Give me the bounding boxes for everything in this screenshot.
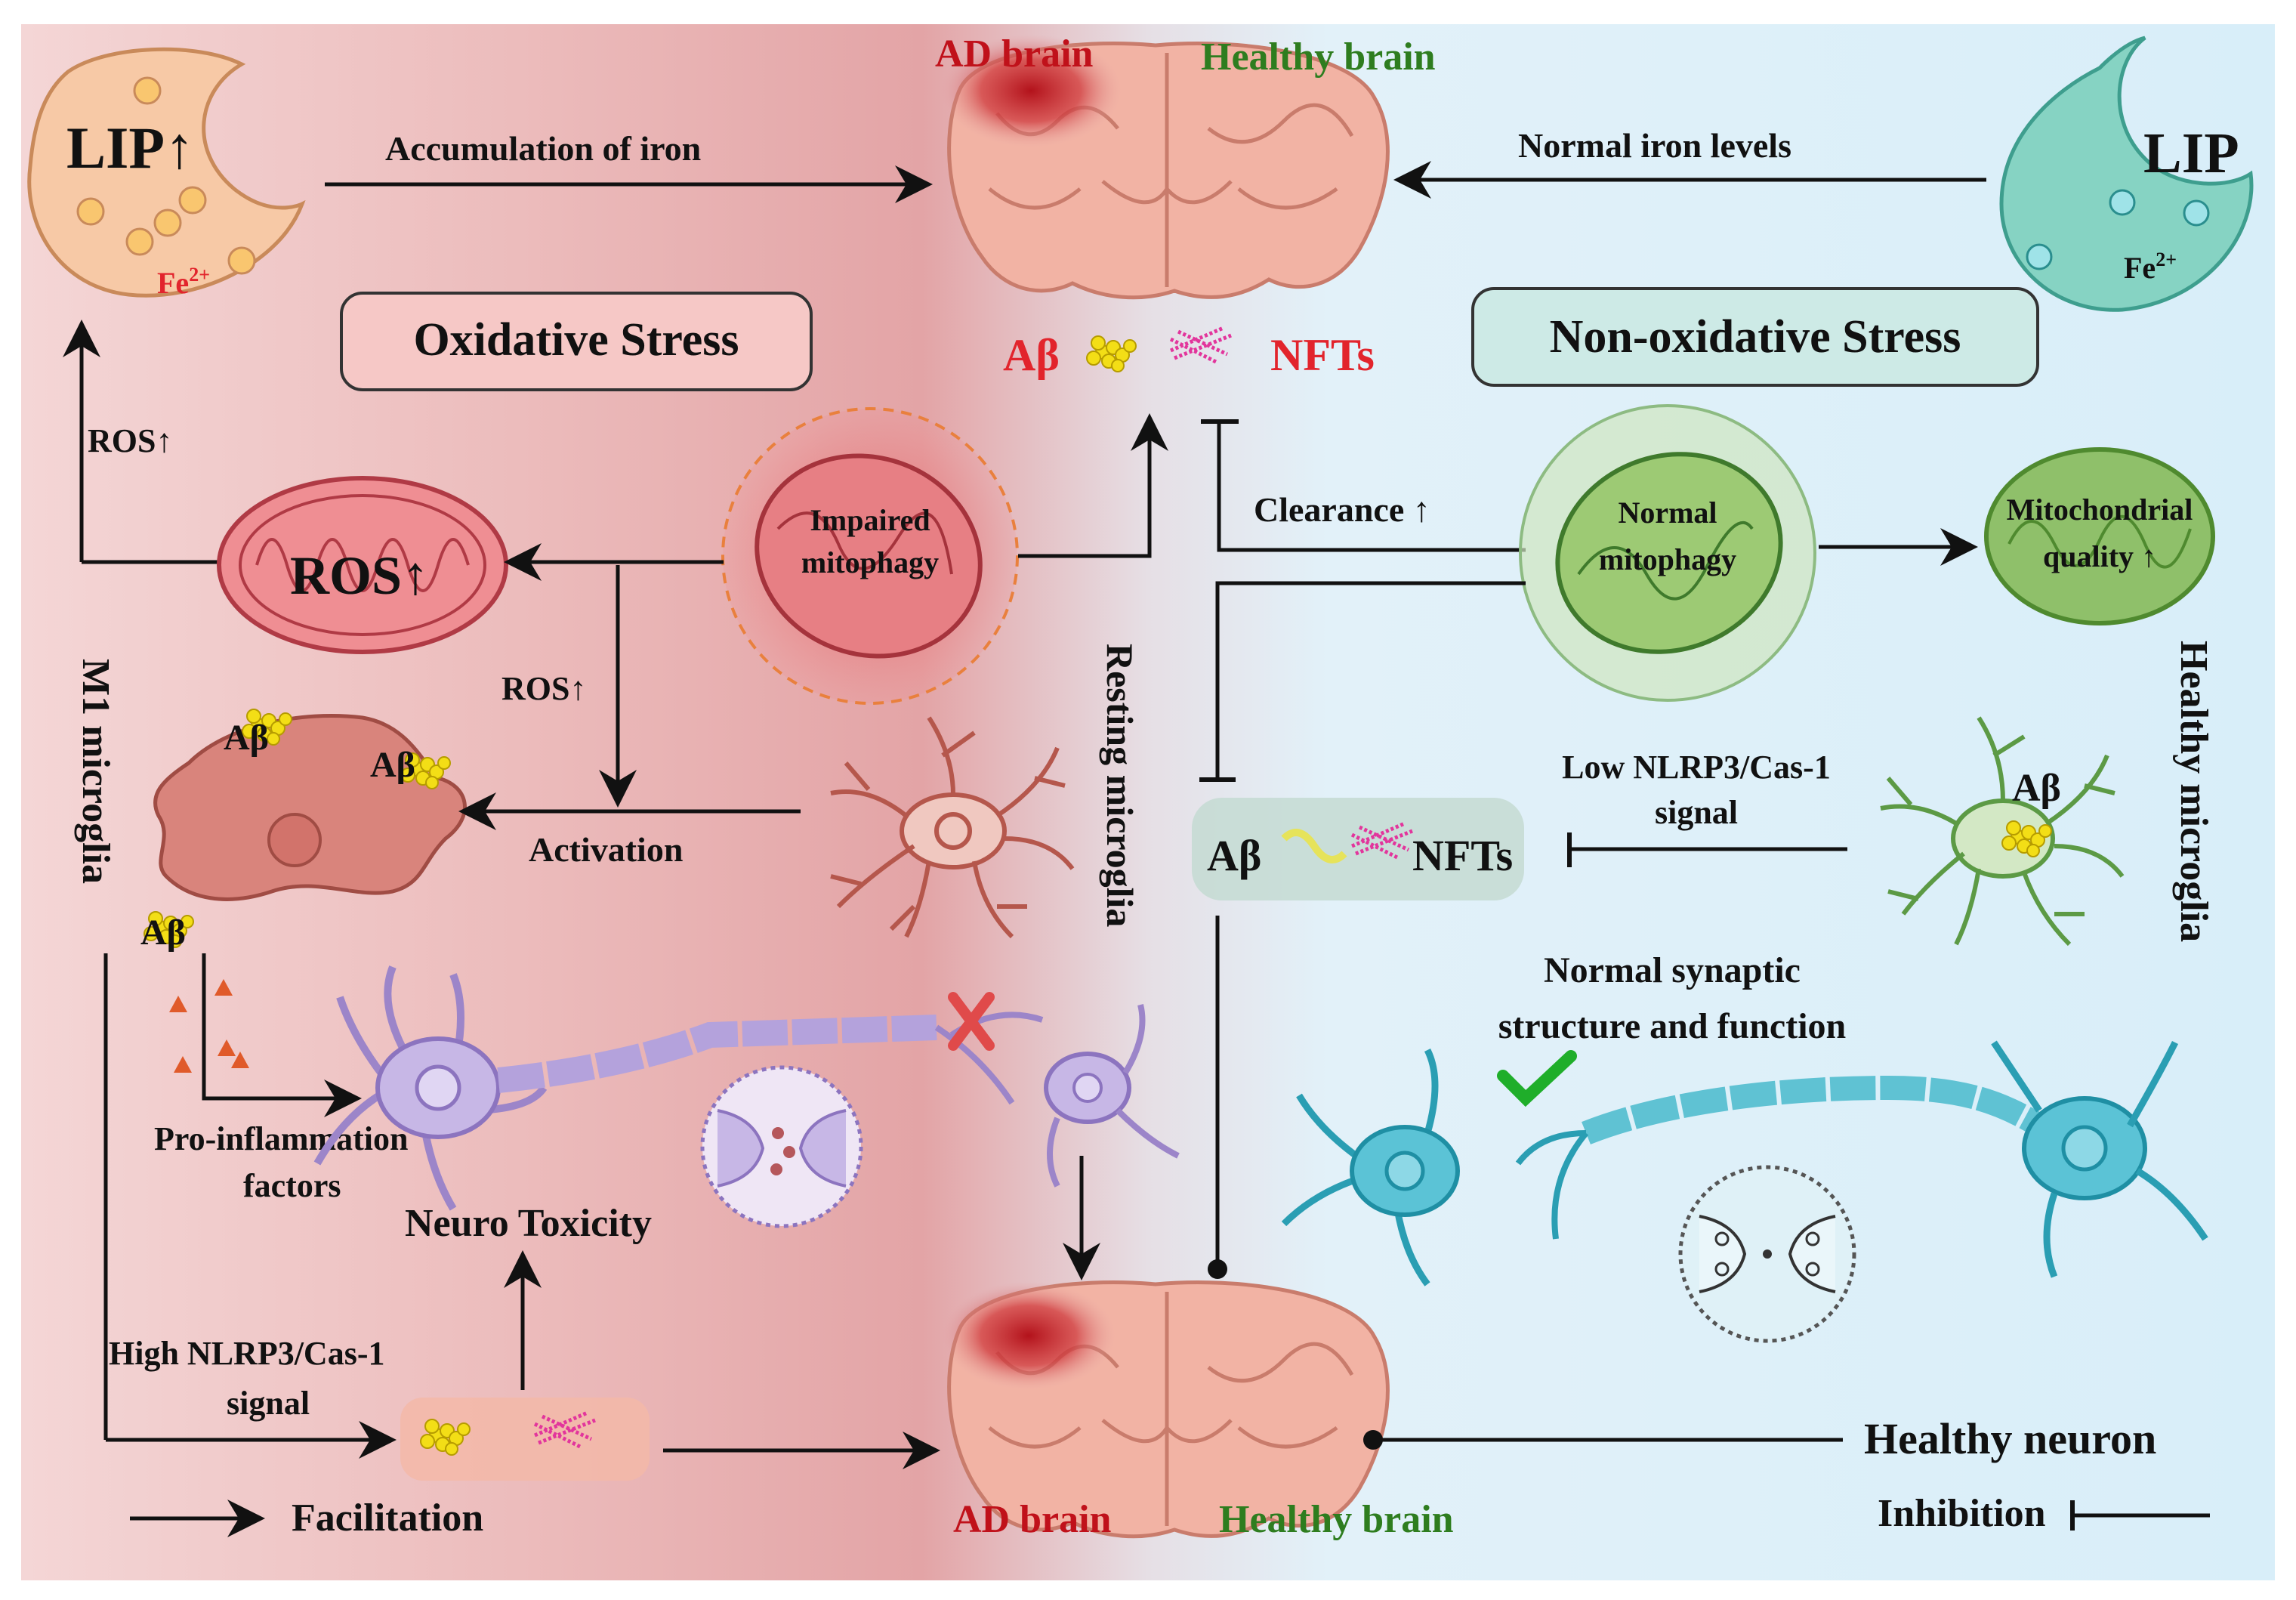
synapse-icon-left [700, 1065, 863, 1228]
fe-left-label: Fe2+ [157, 264, 210, 300]
normal-iron-levels-label: Normal iron levels [1518, 126, 1791, 165]
normal-mitophagy-line1: Normal [1618, 496, 1717, 530]
normal-mitophagy-line2: mitophagy [1599, 542, 1736, 576]
impaired-to-brain-arrow [1018, 413, 1168, 558]
mito-quality-line2: quality ↑ [2043, 539, 2156, 573]
high-nlrp3-line2: signal [227, 1385, 310, 1422]
ad-brain-top-label: AD brain [935, 32, 1094, 76]
pro-inflammation-triangle-3 [218, 1039, 236, 1056]
non-oxidative-stress-label: Non-oxidative Stress [1550, 311, 1961, 363]
pro-inflammation-arrow [202, 953, 362, 1117]
mitochondrion-icon-normal [1519, 404, 1816, 702]
microglia-icon-m1 [153, 714, 467, 901]
normal-synaptic-line1: Normal synaptic [1544, 950, 1801, 990]
high-nlrp3-line1: High NLRP3/Cas-1 [109, 1335, 384, 1372]
legend-inhibition-label: Inhibition [1878, 1492, 2046, 1535]
microglia-icon-resting [830, 716, 1075, 939]
low-nlrp3-line2: signal [1655, 794, 1738, 831]
neuro-toxicity-label: Neuro Toxicity [405, 1202, 652, 1245]
healthy-brain-bottom-label: Healthy brain [1219, 1498, 1454, 1541]
mitochondrion-icon-impaired [721, 407, 1019, 705]
brain-icon-bottom [942, 1280, 1390, 1539]
m1-microglia-label: M1 microglia [74, 659, 117, 884]
non-oxidative-stress-box [1471, 287, 2039, 387]
lip-right-label: LIP [2143, 122, 2239, 185]
pro-inflammation-triangle-2 [214, 979, 233, 996]
ad-brain-bottom-label: AD brain [953, 1498, 1112, 1541]
impaired-mitophagy-line1: Impaired [810, 503, 930, 537]
abeta-nfts-box-bottom [400, 1398, 650, 1481]
mito-quality-line1: Mitochondrial [2007, 493, 2193, 527]
nfts-top-label: NFTs [1270, 330, 1375, 380]
healthy-brain-top-label: Healthy brain [1201, 36, 1436, 79]
healthy-microglia-label: Healthy microglia [2172, 641, 2215, 942]
healthy-neuron-label: Healthy neuron [1864, 1414, 2156, 1463]
pro-inflammation-line2: factors [243, 1167, 341, 1204]
abeta-nfts-box [1192, 798, 1524, 900]
clearance-label: Clearance ↑ [1254, 490, 1430, 529]
oxidative-stress-box [340, 292, 813, 391]
mitochondrion-icon-quality [1984, 447, 2215, 625]
brain-icon-top [940, 34, 1390, 300]
legend-facilitation-label: Facilitation [292, 1497, 483, 1540]
lip-left-label: LIP↑ [66, 115, 194, 181]
ros-left-label: ROS↑ [88, 422, 172, 459]
pro-inflammation-triangle-4 [174, 1056, 192, 1073]
neuron-icon-purple [313, 965, 1180, 1211]
pro-inflammation-triangle-1 [169, 996, 187, 1012]
resting-microglia-label: Resting microglia [1099, 644, 1141, 927]
low-nlrp3-line1: Low NLRP3/Cas-1 [1562, 749, 1831, 786]
abeta-m1-a-label: Aβ [224, 718, 269, 758]
check-icon [1497, 1050, 1577, 1107]
abeta-top-label: Aβ [1003, 330, 1060, 380]
normal-synaptic-line2: structure and function [1498, 1006, 1846, 1046]
mitophagy-inhibit-line [1215, 581, 1526, 780]
abeta-mid-label: Aβ [1207, 831, 1261, 880]
impaired-mitophagy-line2: mitophagy [801, 545, 939, 579]
accumulation-of-iron-label: Accumulation of iron [385, 129, 701, 168]
lip-cell-icon-left [27, 47, 306, 298]
abeta-m1-c-label: Aβ [140, 913, 186, 953]
fe-right-label: Fe2+ [2124, 249, 2177, 285]
oxidative-stress-label: Oxidative Stress [413, 314, 739, 366]
nfts-mid-label: NFTs [1412, 831, 1513, 880]
ros-down-label: ROS↑ [501, 670, 586, 707]
pro-inflammation-triangle-5 [231, 1052, 249, 1068]
cross-icon [948, 992, 995, 1051]
pro-inflammation-line1: Pro-inflammation [154, 1120, 409, 1157]
activation-label: Activation [529, 830, 683, 869]
neuron-icon-blue [1281, 1040, 2208, 1286]
ros-mito-label: ROS↑ [290, 545, 429, 606]
amyloid-strand-icon-mid [1281, 829, 1347, 863]
abeta-healthy-microglia-label: Aβ [2012, 767, 2061, 810]
clearance-inhibit-line [1217, 422, 1526, 552]
synapse-icon-right [1678, 1165, 1856, 1343]
lip-cell-icon-right [1999, 36, 2254, 312]
abeta-m1-b-label: Aβ [370, 745, 415, 785]
